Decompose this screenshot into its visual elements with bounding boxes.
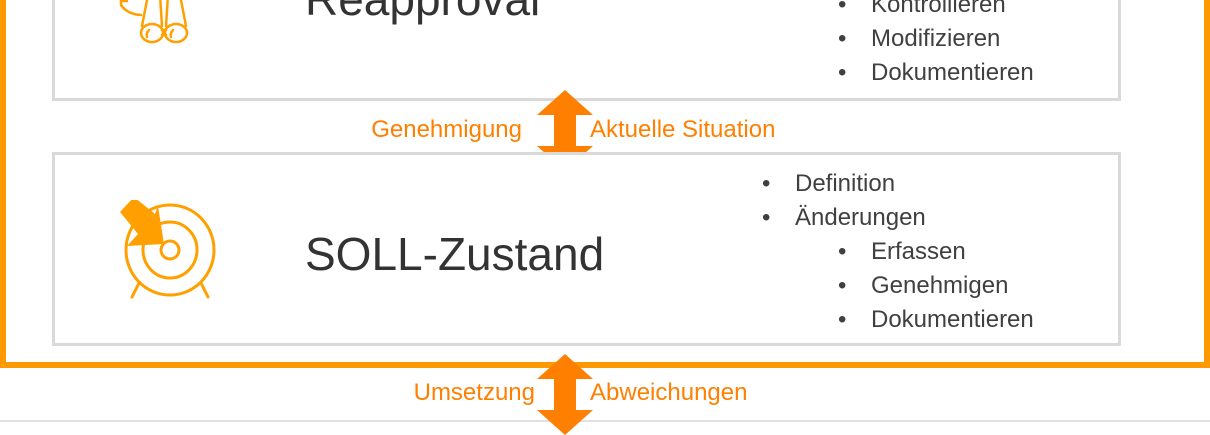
soll-zustand-title: SOLL-Zustand [305,228,605,280]
bottom-divider [0,420,1210,422]
bullet-icon: • [762,204,771,231]
abweichungen-label: Abweichungen [590,379,748,406]
list-item-text: Definition [795,170,896,197]
soll-zustand-box [52,152,1121,346]
list-item-text: Genehmigen [871,272,1009,299]
list-item-text: Änderungen [795,204,926,231]
bullet-icon: • [838,0,847,18]
bullet-icon: • [838,238,847,265]
target-icon [120,200,216,299]
binoculars-icon [119,0,189,44]
bullet-icon: • [762,170,771,197]
bullet-icon: • [838,25,847,52]
list-item-text: Erfassen [871,238,966,265]
umsetzung-label: Umsetzung [413,379,535,406]
orange-frame [0,0,1210,368]
bullet-icon: • [838,272,847,299]
bullet-icon: • [838,306,847,333]
reapproval-box [52,0,1121,101]
double-arrow-icon [537,90,593,171]
list-item-text: Kontrollieren [871,0,1006,18]
bullet-icon: • [838,59,847,86]
list-item-text: Dokumentieren [871,306,1034,333]
double-arrow-icon [537,354,593,435]
list-item-text: Dokumentieren [871,59,1034,86]
reapproval-title: Reapproval [305,0,540,22]
genehmigung-label: Genehmigung [371,116,522,143]
list-item-text: Modifizieren [871,25,1001,52]
aktuelle-situation-label: Aktuelle Situation [590,116,776,143]
